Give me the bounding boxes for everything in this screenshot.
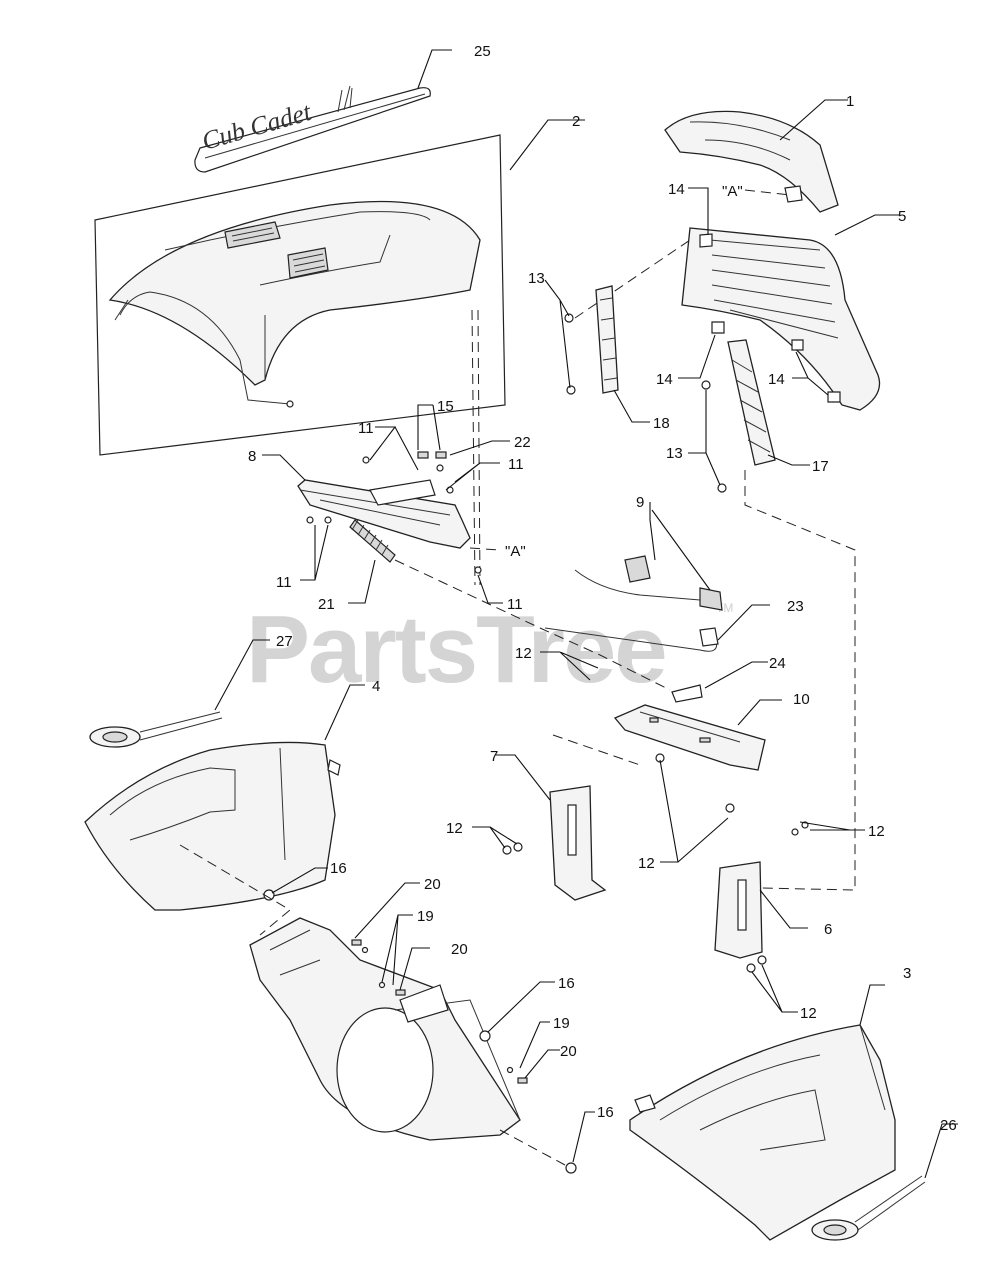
callout-24[interactable]: 24 (769, 655, 786, 672)
callout-13b[interactable]: 13 (666, 445, 683, 462)
callout-12b[interactable]: 12 (868, 823, 885, 840)
callout-labels: 1 2 3 4 5 6 7 8 9 10 11 11 11 11 12 12 1… (248, 43, 957, 1134)
part-4-side-panel[interactable] (84, 741, 341, 936)
callout-16a[interactable]: 16 (330, 860, 347, 877)
part-26-ornament[interactable] (811, 1175, 926, 1241)
callout-6[interactable]: 6 (824, 921, 832, 938)
callout-11a[interactable]: 11 (358, 420, 374, 437)
callout-9[interactable]: 9 (636, 494, 644, 511)
callout-11b[interactable]: 11 (508, 456, 524, 473)
callout-26[interactable]: 26 (940, 1117, 957, 1134)
part-3-side-panel[interactable] (629, 1024, 896, 1241)
callout-12a[interactable]: 12 (515, 645, 532, 662)
callout-14a[interactable]: 14 (668, 181, 685, 198)
callout-2[interactable]: 2 (572, 113, 580, 130)
callout-3[interactable]: 3 (903, 965, 911, 982)
callout-27[interactable]: 27 (276, 633, 293, 650)
part-21-spring[interactable] (349, 519, 396, 563)
leader-lines (214, 49, 958, 1179)
callout-17[interactable]: 17 (812, 458, 829, 475)
part-18-bracket[interactable] (564, 285, 619, 395)
watermark-text: PartsTree (246, 596, 666, 703)
callout-18[interactable]: 18 (653, 415, 670, 432)
reference-a-lower: "A" (505, 543, 526, 560)
callout-15[interactable]: 15 (437, 398, 454, 415)
callout-7[interactable]: 7 (490, 748, 498, 765)
callout-12e[interactable]: 12 (800, 1005, 817, 1022)
part-8-bracket[interactable] (297, 451, 482, 574)
part-27-ornament[interactable] (89, 711, 223, 748)
callout-22[interactable]: 22 (514, 434, 531, 451)
part-7-bracket[interactable] (502, 785, 607, 901)
callout-14b[interactable]: 14 (656, 371, 673, 388)
callout-23[interactable]: 23 (787, 598, 804, 615)
part-9-23-linkage[interactable] (544, 555, 723, 703)
callout-12d[interactable]: 12 (638, 855, 655, 872)
part-10-plate[interactable] (552, 704, 809, 836)
callout-4[interactable]: 4 (372, 678, 380, 695)
callout-16c[interactable]: 16 (597, 1104, 614, 1121)
hood-vent-upper (224, 221, 281, 249)
callout-21[interactable]: 21 (318, 596, 335, 613)
reference-marks: "A" "A" (469, 183, 743, 560)
part-lower-frame[interactable] (249, 917, 577, 1174)
hood-vent-lower (287, 247, 329, 279)
callout-25[interactable]: 25 (474, 43, 491, 60)
callout-8[interactable]: 8 (248, 448, 256, 465)
callout-16b[interactable]: 16 (558, 975, 575, 992)
callout-19a[interactable]: 19 (417, 908, 434, 925)
callout-11d[interactable]: 11 (507, 596, 523, 613)
callout-12c[interactable]: 12 (446, 820, 463, 837)
callout-11c[interactable]: 11 (276, 574, 292, 591)
callout-5[interactable]: 5 (898, 208, 906, 225)
callout-1[interactable]: 1 (846, 93, 854, 110)
callout-10[interactable]: 10 (793, 691, 810, 708)
watermark: PartsTree TM (246, 596, 733, 703)
part-17-bracket[interactable] (701, 339, 856, 891)
callout-20a[interactable]: 20 (424, 876, 441, 893)
callout-20b[interactable]: 20 (451, 941, 468, 958)
callout-19b[interactable]: 19 (553, 1015, 570, 1032)
part-6-bracket[interactable] (714, 861, 767, 973)
part-1-panel[interactable] (664, 110, 839, 213)
reference-a-upper: "A" (722, 183, 743, 200)
callout-20c[interactable]: 20 (560, 1043, 577, 1060)
callout-14c[interactable]: 14 (768, 371, 785, 388)
part-5-grille[interactable] (574, 227, 881, 411)
callout-13a[interactable]: 13 (528, 270, 545, 287)
part-2-hood[interactable] (94, 134, 506, 586)
